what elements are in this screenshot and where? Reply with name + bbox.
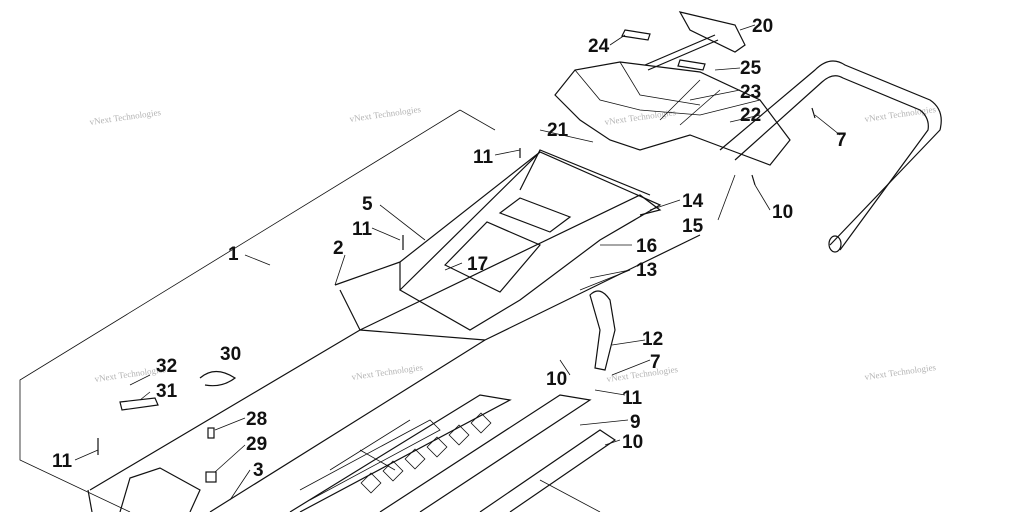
watermarks: vNext Technologies vNext Technologies vN…	[89, 104, 937, 384]
callout-24: 24	[588, 36, 610, 57]
handle-bar-parts	[621, 11, 746, 71]
callout-7: 7	[836, 130, 847, 151]
callout-3: 3	[253, 460, 264, 481]
callout-13: 13	[636, 260, 657, 281]
callout-21: 21	[547, 120, 569, 141]
watermark: vNext Technologies	[864, 362, 937, 382]
callout-31: 31	[156, 381, 178, 402]
tunnel-chassis	[87, 149, 701, 512]
callout-29: 29	[246, 434, 267, 455]
seat-assembly	[554, 61, 791, 166]
callout-9: 9	[630, 412, 641, 433]
callout-25: 25	[740, 58, 762, 79]
callout-11: 11	[352, 219, 373, 240]
callout-14: 14	[682, 191, 704, 212]
callout-11: 11	[52, 451, 73, 472]
callout-20: 20	[752, 16, 773, 37]
callout-11: 11	[622, 388, 643, 409]
callout-28: 28	[246, 409, 267, 430]
callout-12: 12	[642, 329, 663, 350]
callout-10: 10	[546, 369, 567, 390]
callout-22: 22	[740, 105, 761, 126]
callout-16: 16	[636, 236, 657, 257]
watermark: vNext Technologies	[864, 104, 937, 124]
callout-10: 10	[622, 432, 643, 453]
leader-lines	[74, 24, 841, 501]
small-parts	[97, 107, 816, 483]
callout-23: 23	[740, 82, 761, 103]
callout-17: 17	[467, 254, 488, 275]
callout-1: 1	[228, 244, 239, 265]
strap	[589, 290, 616, 371]
rail-cutouts	[360, 412, 492, 494]
callout-2: 2	[333, 238, 344, 259]
callout-7: 7	[650, 352, 661, 373]
watermark: vNext Technologies	[351, 362, 424, 382]
callout-11: 11	[473, 147, 494, 168]
callout-30: 30	[220, 344, 241, 365]
callout-15: 15	[682, 216, 704, 237]
rear-bumper	[719, 60, 942, 253]
watermark: vNext Technologies	[606, 364, 679, 384]
part-1-outline	[19, 109, 601, 512]
watermark: vNext Technologies	[349, 104, 422, 124]
callout-5: 5	[362, 194, 373, 215]
callout-10: 10	[772, 202, 793, 223]
callout-32: 32	[156, 356, 177, 377]
callout-labels: 1 2 3 5 7 7 9 10 10 10 11 11 11 11 12 13…	[52, 16, 847, 481]
watermark: vNext Technologies	[89, 107, 162, 127]
